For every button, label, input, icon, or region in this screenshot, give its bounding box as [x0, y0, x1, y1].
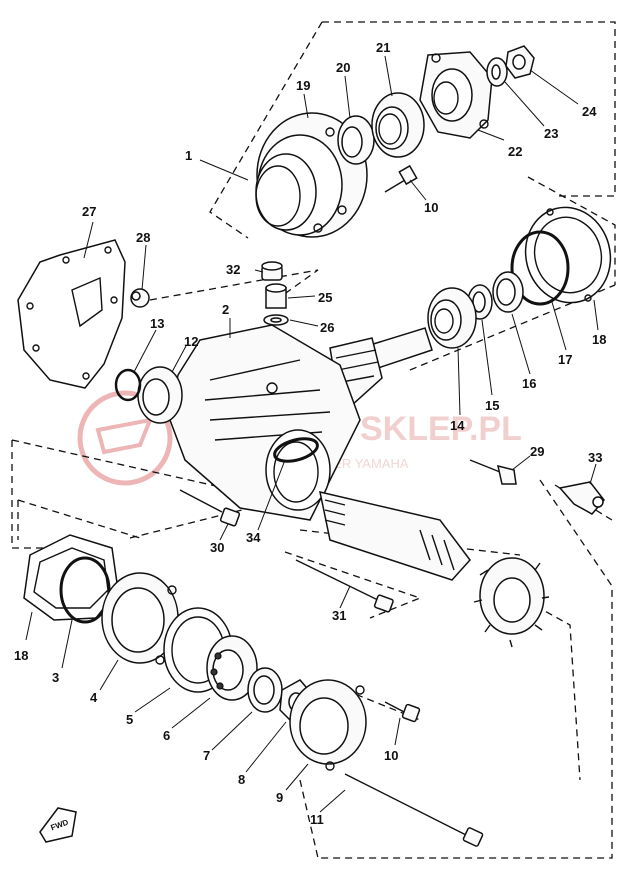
part-10-bolt-upper — [384, 164, 418, 193]
callout-6: 6 — [163, 728, 170, 743]
callout-13: 13 — [150, 316, 164, 331]
callout-33: 33 — [588, 450, 602, 465]
part-28-collar — [130, 288, 150, 308]
part-18-gasket-upper — [524, 206, 612, 304]
callout-12: 12 — [184, 334, 198, 349]
part-17-o-ring — [510, 230, 570, 306]
callout-10-upper: 10 — [424, 200, 438, 215]
callout-18-upper: 18 — [592, 332, 606, 347]
callout-26: 26 — [320, 320, 334, 335]
callout-23: 23 — [544, 126, 558, 141]
callout-29: 29 — [530, 444, 544, 459]
leader-lines — [25, 55, 599, 813]
callout-21: 21 — [376, 40, 390, 55]
part-32-cap — [261, 261, 283, 281]
part-34-o-ring — [273, 437, 319, 463]
callout-17: 17 — [558, 352, 572, 367]
callout-5: 5 — [126, 712, 133, 727]
callout-30: 30 — [210, 540, 224, 555]
callout-18-lower: 18 — [14, 648, 28, 663]
callout-labels: 1 2 3 4 5 6 7 8 9 10 10 11 12 13 14 15 1… — [14, 40, 606, 827]
callout-34: 34 — [246, 530, 261, 545]
part-31-long-bolt — [295, 559, 394, 613]
part-13-circlip — [114, 368, 142, 402]
callout-22: 22 — [508, 144, 522, 159]
part-6-bearing — [206, 635, 258, 701]
callout-25: 25 — [318, 290, 332, 305]
part-14-bearing — [427, 287, 477, 349]
callout-2: 2 — [222, 302, 229, 317]
callout-4: 4 — [90, 690, 98, 705]
callout-7: 7 — [203, 748, 210, 763]
callout-11: 11 — [310, 812, 324, 827]
watermark-logo-icon — [77, 390, 173, 486]
part-27-gasket — [17, 239, 126, 389]
part-16-shim — [492, 271, 524, 313]
callout-1: 1 — [185, 148, 192, 163]
part-26-gasket — [263, 314, 289, 326]
part-22-coupling-flange — [419, 51, 493, 139]
part-33-bracket — [558, 481, 605, 515]
fwd-arrow-icon — [39, 807, 77, 843]
part-20-oil-seal — [337, 115, 375, 165]
callout-27: 27 — [82, 204, 96, 219]
callout-32: 32 — [226, 262, 240, 277]
callout-3: 3 — [52, 670, 59, 685]
callout-15: 15 — [485, 398, 499, 413]
callout-8: 8 — [238, 772, 245, 787]
part-24-nut — [505, 45, 535, 79]
part-4-cover — [101, 572, 179, 665]
part-3-o-ring — [59, 556, 111, 624]
part-7-washer — [247, 667, 283, 713]
callout-20: 20 — [336, 60, 350, 75]
callout-24: 24 — [582, 104, 597, 119]
part-29-bolt — [469, 459, 517, 485]
part-12-bearing — [137, 366, 183, 424]
drive-shaft — [319, 491, 550, 648]
part-9-end-cap — [289, 679, 367, 771]
part-25-breather — [265, 283, 287, 309]
part-10-bolt-lower — [384, 701, 421, 723]
callout-9: 9 — [276, 790, 283, 805]
watermark-brand: SKLEP.PL — [360, 410, 522, 448]
callout-28: 28 — [136, 230, 150, 245]
part-11-through-bolt — [344, 773, 484, 847]
part-23-washer — [486, 57, 508, 87]
callout-19: 19 — [296, 78, 310, 93]
callout-14: 14 — [450, 418, 465, 433]
callout-16: 16 — [522, 376, 536, 391]
callout-10-lower: 10 — [384, 748, 398, 763]
fwd-marker: FWD — [39, 807, 77, 843]
part-21-bearing — [371, 92, 425, 158]
callout-31: 31 — [332, 608, 346, 623]
part-30-bolt — [179, 489, 241, 527]
